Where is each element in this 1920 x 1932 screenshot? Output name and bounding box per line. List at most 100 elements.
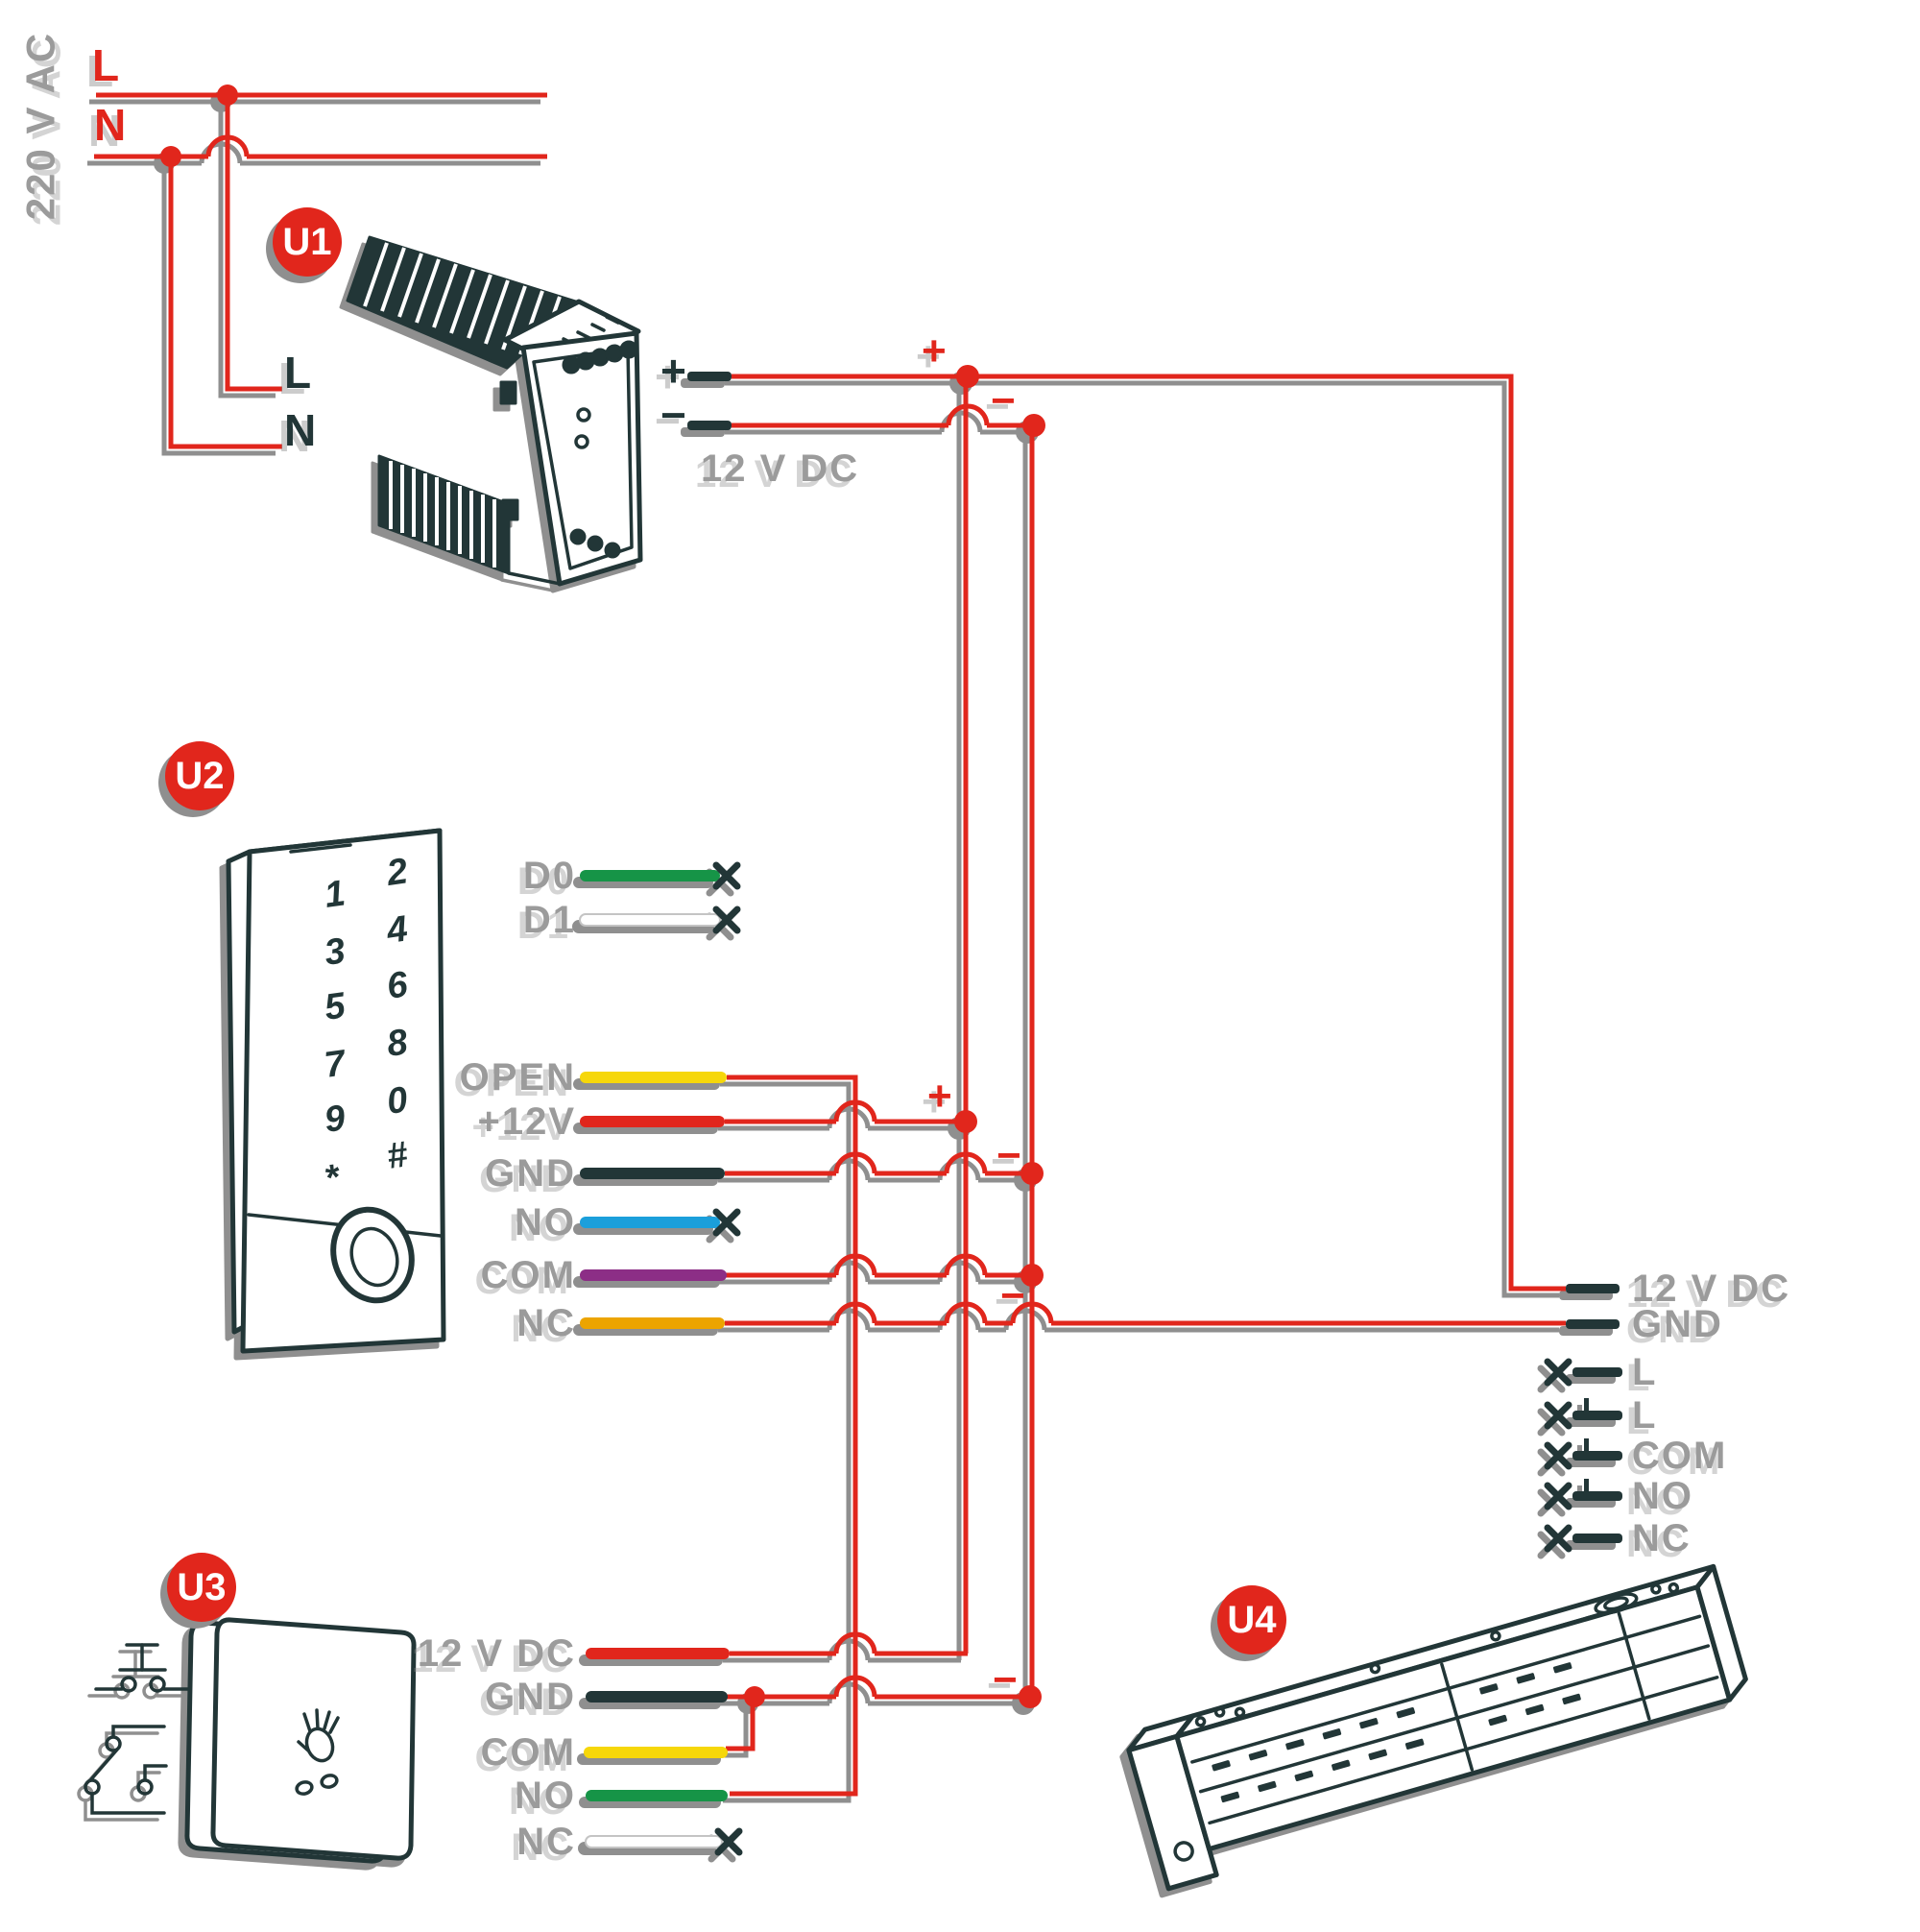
- keypad-wire-label-com: COM: [480, 1254, 576, 1296]
- psu-led: [576, 407, 591, 423]
- hand-wave-icon: [297, 1708, 340, 1763]
- exit-button-screw: [320, 1774, 339, 1789]
- wire-hop: [833, 1151, 877, 1174]
- keypad-wire-label-gnd: GND: [485, 1152, 576, 1195]
- keypad-wire-label-open: OPEN: [459, 1056, 576, 1099]
- lock-terminal-label-com: COM: [1632, 1435, 1728, 1477]
- wire-l-drop: [225, 95, 282, 392]
- wire-hop: [833, 1301, 877, 1324]
- lock-terminal-label-nc: NC: [1632, 1517, 1692, 1559]
- stub-lock-l1: [1572, 1367, 1622, 1377]
- lock-terminal-label-gnd: GND: [1632, 1303, 1723, 1345]
- stub-no: [580, 1217, 720, 1228]
- stub-com: [580, 1269, 727, 1281]
- psu-bottom-edge: [507, 558, 642, 586]
- wire-open-to-exit-no: [727, 1075, 858, 1797]
- maglock-armature-hole: [1173, 1841, 1194, 1862]
- stub-lock-no: [1572, 1491, 1622, 1501]
- polarity-minus: −: [996, 1132, 1021, 1179]
- psu-terminal-l-label: L: [284, 348, 314, 398]
- psu-minus-mark: −: [660, 390, 688, 440]
- junction-dot: [744, 1686, 765, 1707]
- cut-x-icon: [1544, 1358, 1572, 1387]
- badge-u4-label: U4: [1227, 1598, 1277, 1641]
- mains-neutral-label: N: [94, 100, 129, 150]
- psu-led: [574, 434, 589, 449]
- keypad-keys: 1 2 3 4 5 6 7 8 9 0 * #: [322, 851, 411, 1199]
- stub-psu-plus: [687, 372, 732, 381]
- exit-button-body: [210, 1617, 417, 1861]
- wire-hop: [833, 1253, 877, 1276]
- stub-d1: [579, 913, 721, 927]
- stub-exit-nc: [585, 1835, 723, 1848]
- psu-output-label: 12 V DC: [701, 447, 860, 490]
- junction-dot: [1020, 1162, 1044, 1185]
- psu-plus-mark: +: [660, 346, 688, 396]
- wire-hop: [944, 1301, 988, 1324]
- exit-button-illustration: [84, 1617, 417, 1864]
- wire-hop: [1010, 1301, 1054, 1324]
- keypad-top-slit: [289, 843, 352, 854]
- stub-exit-no: [586, 1790, 728, 1801]
- junction-dot: [1020, 1264, 1044, 1287]
- keypad-wire-label-d0: D0: [522, 855, 576, 897]
- polarity-minus: −: [1000, 1272, 1025, 1319]
- cut-x-icon: [1544, 1524, 1572, 1553]
- keypad-wire-label-12v: +12V: [477, 1100, 576, 1143]
- cut-x-icon: [1544, 1441, 1572, 1470]
- exit-wire-label-com: COM: [480, 1731, 576, 1774]
- mains-line-label: L: [92, 40, 122, 90]
- junction-dot: [954, 1110, 977, 1133]
- maglock-grooves: [1190, 1611, 1719, 1825]
- lock-terminal-label-l1: L: [1632, 1351, 1658, 1393]
- psu-fins-bottom: [377, 454, 511, 575]
- maglock-bar-end: [1694, 1563, 1748, 1703]
- stub-lock-12v: [1566, 1284, 1620, 1293]
- maglock-body: [1126, 1563, 1748, 1892]
- changeover-contact-symbol-icon: [84, 1725, 168, 1815]
- stub-psu-minus: [687, 421, 732, 430]
- psu-terminal-n-label: N: [284, 405, 319, 455]
- junction-dot: [956, 365, 979, 388]
- badge-u2: U2: [165, 741, 234, 810]
- badge-u3-label: U3: [177, 1565, 227, 1608]
- wire-hop: [944, 1253, 988, 1276]
- keypad-illustration: 1 2 3 4 5 6 7 8 9 0 * #: [226, 828, 446, 1354]
- keypad-reader-inner: [349, 1226, 399, 1288]
- badge-u1: U1: [273, 207, 342, 277]
- push-button-symbol-icon: [94, 1643, 199, 1693]
- stub-plus12v: [580, 1116, 725, 1127]
- psu-fin-slits: [389, 461, 496, 568]
- stub-lock-gnd: [1566, 1319, 1620, 1329]
- power-supply-illustration: [346, 235, 643, 587]
- stub-tick: [1584, 1398, 1589, 1413]
- keypad-wire-label-nc: NC: [516, 1302, 576, 1344]
- maglock-top-details: [1194, 1582, 1680, 1727]
- stub-exit-com: [584, 1747, 728, 1758]
- wire-exit-gnd-com-branch: [726, 1697, 756, 1751]
- stub-nc: [580, 1317, 725, 1329]
- wire-hop: [833, 1675, 877, 1698]
- stub-open: [580, 1072, 727, 1083]
- junction-dot: [160, 146, 181, 167]
- psu-top-terminals: [562, 340, 638, 374]
- polarity-minus: −: [991, 377, 1016, 424]
- cut-x-icon: [714, 1827, 743, 1856]
- stub-exit-12v: [586, 1648, 730, 1659]
- stub-lock-l2: [1572, 1411, 1622, 1420]
- stub-tick: [1584, 1438, 1589, 1454]
- badge-u2-label: U2: [175, 754, 225, 797]
- exit-wire-label-nc: NC: [516, 1821, 576, 1863]
- wire-psu-plus-to-lock: [732, 374, 1566, 1292]
- badge-u4: U4: [1217, 1585, 1286, 1654]
- lock-terminal-label-l2: L: [1632, 1394, 1658, 1437]
- junction-dot: [217, 85, 238, 106]
- junction-dot: [1022, 414, 1045, 437]
- stub-tick: [1584, 1479, 1589, 1494]
- stub-lock-com: [1572, 1451, 1622, 1461]
- maglock-texture: [1212, 1662, 1581, 1803]
- polarity-minus: −: [993, 1656, 1018, 1703]
- wire-n-drop: [168, 157, 282, 449]
